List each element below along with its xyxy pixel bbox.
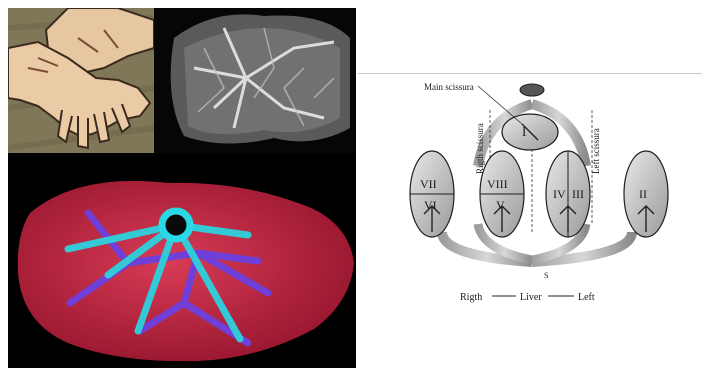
segment-label-VII: VII [420, 177, 437, 191]
segment-label-VIII: VIII [487, 177, 508, 191]
ivc-opening [162, 211, 190, 239]
hand-illustration [8, 8, 154, 153]
segment-label-V: V [496, 198, 505, 212]
ivc-top [520, 84, 544, 96]
vascular-cast-photo [154, 8, 356, 153]
segment-label-VI: VI [424, 198, 437, 212]
right-scissura-label: Rigth scissura [475, 123, 485, 174]
segment-label-III: III [572, 187, 584, 201]
segment-label-II: II [639, 187, 647, 201]
axis-left-label: Left [578, 292, 595, 303]
main-scissura-label: Main scissura [424, 82, 474, 92]
segment-label-IV: IV [553, 187, 566, 201]
segment-label-I: I [522, 124, 526, 139]
left-scissura-label: Left scissura [591, 128, 601, 174]
liver-segment-diagram: Main scissura Rigth scissura Left scissu… [382, 74, 680, 319]
vessel-mark: S [544, 271, 548, 280]
liver-3d-rendering [8, 153, 356, 368]
figure-left-composite [8, 8, 356, 368]
liver-surface [18, 181, 354, 361]
axis-center-label: Liver [520, 292, 542, 303]
axis-right-label: Rigth [460, 292, 482, 303]
